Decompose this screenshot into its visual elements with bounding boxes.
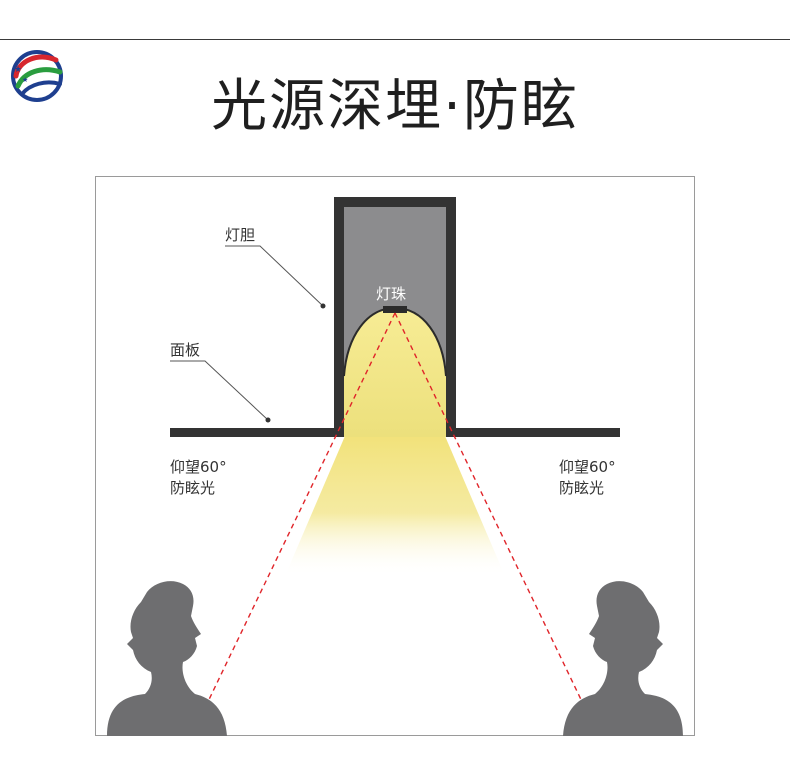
leader-lamp-body xyxy=(225,245,324,307)
person-left-silhouette xyxy=(107,581,227,736)
panel-left xyxy=(170,428,334,437)
person-right-silhouette xyxy=(563,581,683,736)
brand-logo: ★ ★ xyxy=(6,46,64,104)
light-dome xyxy=(344,308,446,437)
globe-ribbon-logo-icon: ★ ★ xyxy=(11,50,63,102)
led-bead xyxy=(383,306,407,313)
label-left-note-line2: 防眩光 xyxy=(170,479,215,497)
panel-right xyxy=(456,428,620,437)
label-led-bead: 灯珠 xyxy=(376,285,406,303)
lighting-diagram: 灯胆 灯珠 面板 仰望60° 防眩光 仰望60° 防眩光 xyxy=(95,176,695,736)
page-title: 光源深埋·防眩 xyxy=(211,74,579,139)
label-lamp-body: 灯胆 xyxy=(225,226,255,244)
logo-star-small-icon: ★ xyxy=(22,76,28,84)
logo-ribbon-red xyxy=(13,54,59,79)
label-panel: 面板 xyxy=(170,341,200,359)
leader-dot-lamp-body xyxy=(320,303,326,309)
label-right-note-line1: 仰望60° xyxy=(559,458,616,476)
logo-ribbon-green xyxy=(15,67,63,89)
top-divider xyxy=(0,39,790,40)
label-right-note-line2: 防眩光 xyxy=(559,479,604,497)
leader-panel xyxy=(170,360,269,421)
logo-ring-blue xyxy=(11,50,63,102)
light-beam xyxy=(285,436,505,576)
leader-dot-panel xyxy=(265,417,271,423)
label-left-note-line1: 仰望60° xyxy=(170,458,227,476)
sight-line-left xyxy=(202,312,396,713)
sight-line-right xyxy=(394,312,588,713)
logo-ribbon-blue xyxy=(20,80,62,96)
logo-star-icon: ★ xyxy=(14,65,22,75)
